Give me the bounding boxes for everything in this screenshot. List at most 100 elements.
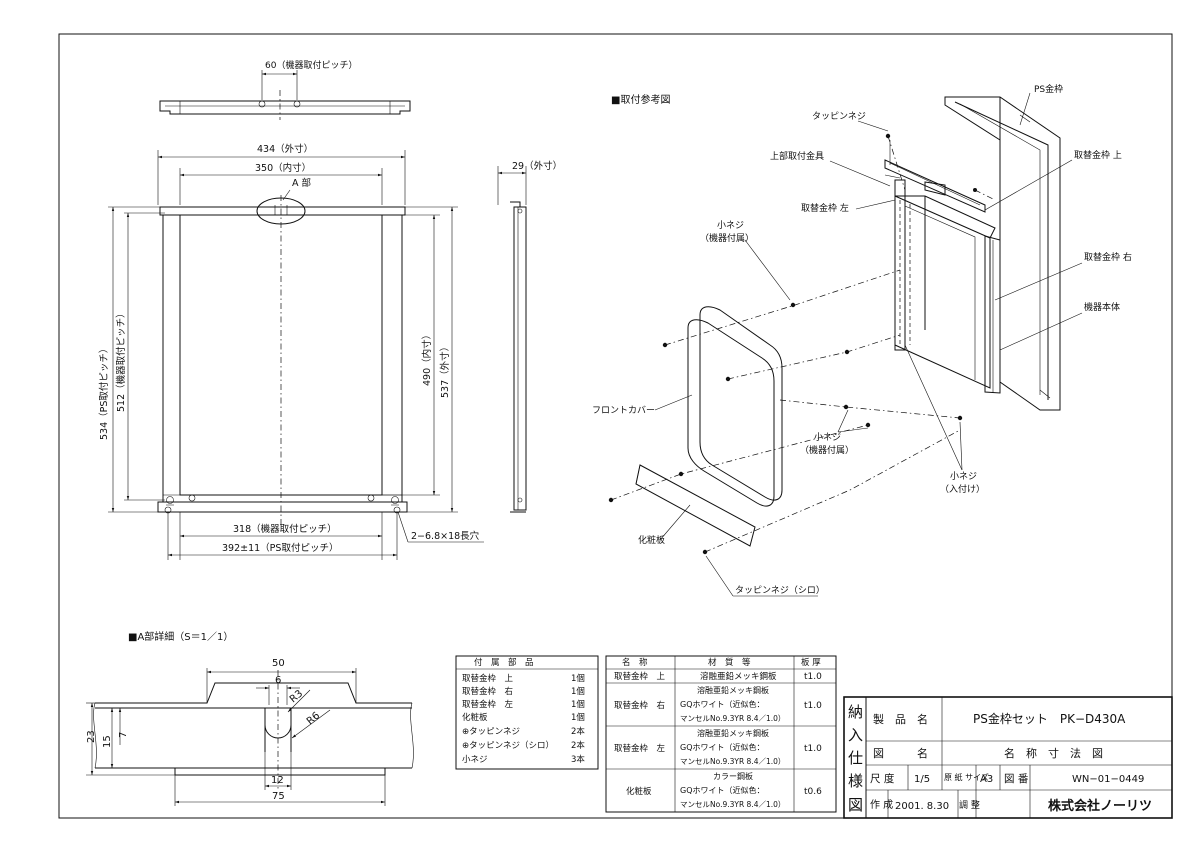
- material-row-1-line-0: 溶融亜鉛メッキ鋼板: [697, 685, 769, 695]
- sheet-border: [58, 33, 1173, 819]
- material-row-3-line-1: GQホワイト（近似色：: [680, 785, 765, 795]
- included-label: （入付け）: [940, 484, 985, 495]
- small-screw-included-label: 小ネジ: [950, 471, 977, 482]
- front-view: 60（機器取付ピッチ） 434（外寸） 350（内寸） A 部: [98, 59, 484, 560]
- dim-height-device: 512（機器取付ピッチ）: [115, 308, 127, 412]
- part-a-label: A 部: [292, 177, 311, 189]
- material-row-2-name: 取替金枠 左: [614, 743, 666, 754]
- scale-value: 1/5: [914, 774, 930, 785]
- parts-row-4-qty: 2本: [571, 726, 585, 737]
- parts-row-1-qty: 1個: [571, 686, 585, 697]
- company-name: 株式会社ノーリツ: [1048, 798, 1152, 814]
- material-row-2-line-2: マンセルNo.9.3YR 8.4／1.0）: [680, 757, 785, 766]
- detail-dim-23: 23: [86, 730, 97, 743]
- decor-plate: [635, 464, 756, 547]
- decor-plate-label: 化粧板: [638, 534, 665, 546]
- parts-row-0-qty: 1個: [571, 673, 585, 684]
- drawing-name: 名 称 寸 法 図: [1004, 746, 1103, 760]
- dim-top-pitch: 60（機器取付ピッチ）: [265, 59, 357, 71]
- title-vchar-4: 図: [848, 796, 863, 814]
- parts-row-4-name: ⊕タッピンネジ: [462, 727, 520, 737]
- paper-size-value: A3: [980, 774, 993, 785]
- swap-frame-left-label: 取替金枠 左: [801, 202, 849, 214]
- small-screw-device-label: 小ネジ: [717, 220, 744, 231]
- title-vchar-3: 様: [848, 772, 863, 790]
- parts-row-5-qty: 2本: [571, 740, 585, 751]
- parts-row-2-qty: 1個: [571, 699, 585, 710]
- parts-row-6-qty: 3本: [571, 754, 585, 765]
- small-screw-device-label-2: 小ネジ: [814, 432, 841, 443]
- material-row-2-line-1: GQホワイト（近似色：: [680, 742, 765, 752]
- product-name: PS金枠セット PK−D430A: [973, 711, 1126, 726]
- material-row-0-thickness: t1.0: [804, 672, 822, 682]
- title-vchar-1: 入: [848, 726, 863, 744]
- tapping-screw-white-label: タッピンネジ（シロ）: [735, 585, 825, 596]
- scale-label: 尺 度: [870, 772, 895, 785]
- material-row-3-name: 化粧板: [626, 786, 652, 797]
- detail-dim-15: 15: [102, 735, 113, 748]
- material-header-thickness: 板 厚: [801, 657, 821, 668]
- detail-dim-7: 7: [118, 732, 129, 738]
- dim-inner-height: 490（内寸）: [421, 330, 433, 386]
- detail-dim-r3: R3: [288, 688, 305, 705]
- material-row-3-thickness: t0.6: [804, 787, 822, 797]
- front-cover: [687, 306, 783, 507]
- side-view: 29（外寸）: [497, 160, 562, 513]
- drawing-no-value: WN−01−0449: [1072, 774, 1144, 785]
- parts-row-1-name: 取替金枠 右: [462, 686, 513, 697]
- detail-dim-12: 12: [271, 775, 284, 786]
- created-value: 2001. 8.30: [895, 801, 949, 812]
- swap-frame-right-label: 取替金枠 右: [1084, 251, 1132, 263]
- paper-size-label: 原 紙 サイズ: [944, 772, 989, 782]
- assembly-lines: [610, 135, 996, 553]
- parts-table: 付 属 部 品 取替金枠 上 1個 取替金枠 右 1個 取替金枠 左 1個 化粧…: [455, 655, 599, 770]
- created-label: 作 成: [870, 799, 893, 811]
- parts-table-header: 付 属 部 品: [474, 657, 534, 668]
- slot-note: 2−6.8×18長穴: [411, 530, 480, 542]
- upper-bracket: [884, 159, 986, 213]
- swap-frame-top-label: 取替金枠 上: [1074, 149, 1122, 161]
- material-table: 名 称 材 質 等 板 厚 取替金枠 上 溶融亜鉛メッキ鋼板 t1.0 取替金枠…: [605, 655, 837, 813]
- dim-inner-width: 350（内寸）: [255, 162, 311, 174]
- parts-row-0-name: 取替金枠 上: [462, 673, 514, 684]
- material-row-3-line-2: マンセルNo.9.3YR 8.4／1.0）: [680, 800, 785, 809]
- product-name-label: 製 品 名: [873, 712, 928, 726]
- dim-outer-width: 434（外寸）: [257, 143, 313, 155]
- device-body-label: 機器本体: [1084, 301, 1120, 313]
- adjust-label: 調 整: [959, 799, 980, 811]
- title-vchar-2: 仕: [848, 749, 863, 767]
- screws: [608, 133, 977, 555]
- detail-a: ■A部詳細（S＝1／1） 50 6 R3 R6 23 7 15 1: [86, 630, 414, 806]
- dim-bottom-device: 318（機器取付ピッチ）: [233, 523, 337, 535]
- parts-row-5-name: ⊕タッピンネジ（シロ）: [462, 740, 554, 751]
- title-vchar-0: 納: [848, 703, 863, 721]
- detail-dim-r6: R6: [305, 710, 322, 727]
- title-block: 納 入 仕 様 図 製 品 名 PS金枠セット PK−D430A 図 名 名 称…: [843, 696, 1173, 819]
- detail-dim-50: 50: [272, 658, 285, 669]
- dim-depth: 29（外寸）: [512, 160, 562, 172]
- device-included-label-2: （機器付属）: [800, 444, 854, 456]
- installation-reference: ■取付参考図 PS金枠: [592, 83, 1132, 597]
- front-frame: [157, 195, 408, 525]
- material-row-0-line-0: 溶融亜鉛メッキ鋼板: [700, 671, 777, 682]
- material-row-3-line-0: カラー鋼板: [713, 771, 753, 781]
- material-row-1-line-2: マンセルNo.9.3YR 8.4／1.0）: [680, 714, 785, 723]
- detail-a-title: ■A部詳細（S＝1／1）: [128, 630, 233, 643]
- parts-row-6-name: 小ネジ: [462, 754, 488, 765]
- ps-frame-label: PS金枠: [1034, 83, 1063, 95]
- material-row-1-line-1: GQホワイト（近似色：: [680, 699, 765, 709]
- drawing-name-label: 図 名: [873, 746, 928, 760]
- material-row-0-name: 取替金枠 上: [614, 671, 666, 682]
- upper-bracket-label: 上部取付金具: [770, 150, 824, 162]
- dim-height-ps: 534（PS取付ピッチ）: [98, 344, 110, 440]
- parts-row-2-name: 取替金枠 左: [462, 699, 514, 710]
- detail-dim-75: 75: [272, 791, 285, 802]
- material-row-2-line-0: 溶融亜鉛メッキ鋼板: [697, 728, 769, 738]
- parts-row-3-name: 化粧板: [462, 712, 488, 723]
- install-ref-title: ■取付参考図: [611, 93, 670, 106]
- material-row-2-thickness: t1.0: [804, 744, 822, 754]
- top-bracket-view: 60（機器取付ピッチ）: [159, 59, 411, 120]
- detail-dim-6: 6: [275, 675, 281, 686]
